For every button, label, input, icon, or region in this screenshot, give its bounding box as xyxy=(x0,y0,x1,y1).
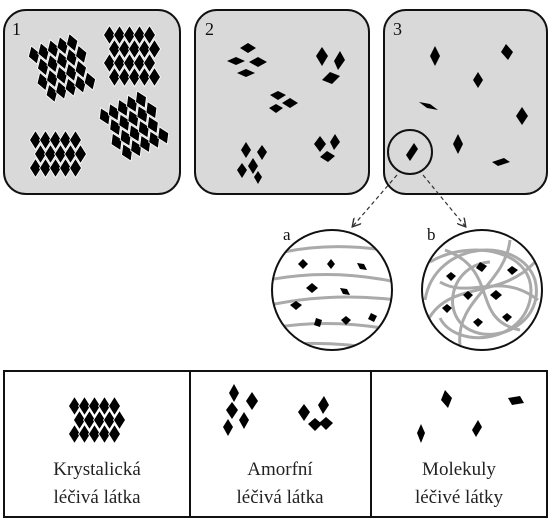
panel-2-number: 2 xyxy=(205,19,214,39)
legend-label-crystalline-1: Krystalická xyxy=(53,459,141,480)
panel-1-number: 1 xyxy=(12,19,21,39)
zoom-view-a: a xyxy=(268,225,396,350)
legend-label-amorphous-2: léčivá látka xyxy=(236,487,324,508)
legend-label-molecules-2: léčivé látky xyxy=(415,487,504,508)
legend-label-amorphous-1: Amorfní xyxy=(247,459,313,480)
panel-3: 3 xyxy=(384,10,547,194)
zoom-view-b: b xyxy=(422,225,542,350)
crystal-cluster xyxy=(30,131,87,178)
legend-label-crystalline-2: léčivá látka xyxy=(53,487,141,508)
legend-table: Krystalická léčivá látka Amorfní léčivá … xyxy=(4,371,547,517)
panel-1: 1 xyxy=(4,10,180,194)
polymer-chains-b xyxy=(425,240,538,345)
zoom-label-b: b xyxy=(427,225,436,244)
panel-3-number: 3 xyxy=(393,19,402,39)
panel-2: 2 xyxy=(195,10,369,194)
legend-label-molecules-1: Molekuly xyxy=(422,459,496,480)
legend-crystalline-icon xyxy=(69,397,126,444)
zoom-label-a: a xyxy=(283,225,291,244)
molecules-a xyxy=(290,259,377,327)
